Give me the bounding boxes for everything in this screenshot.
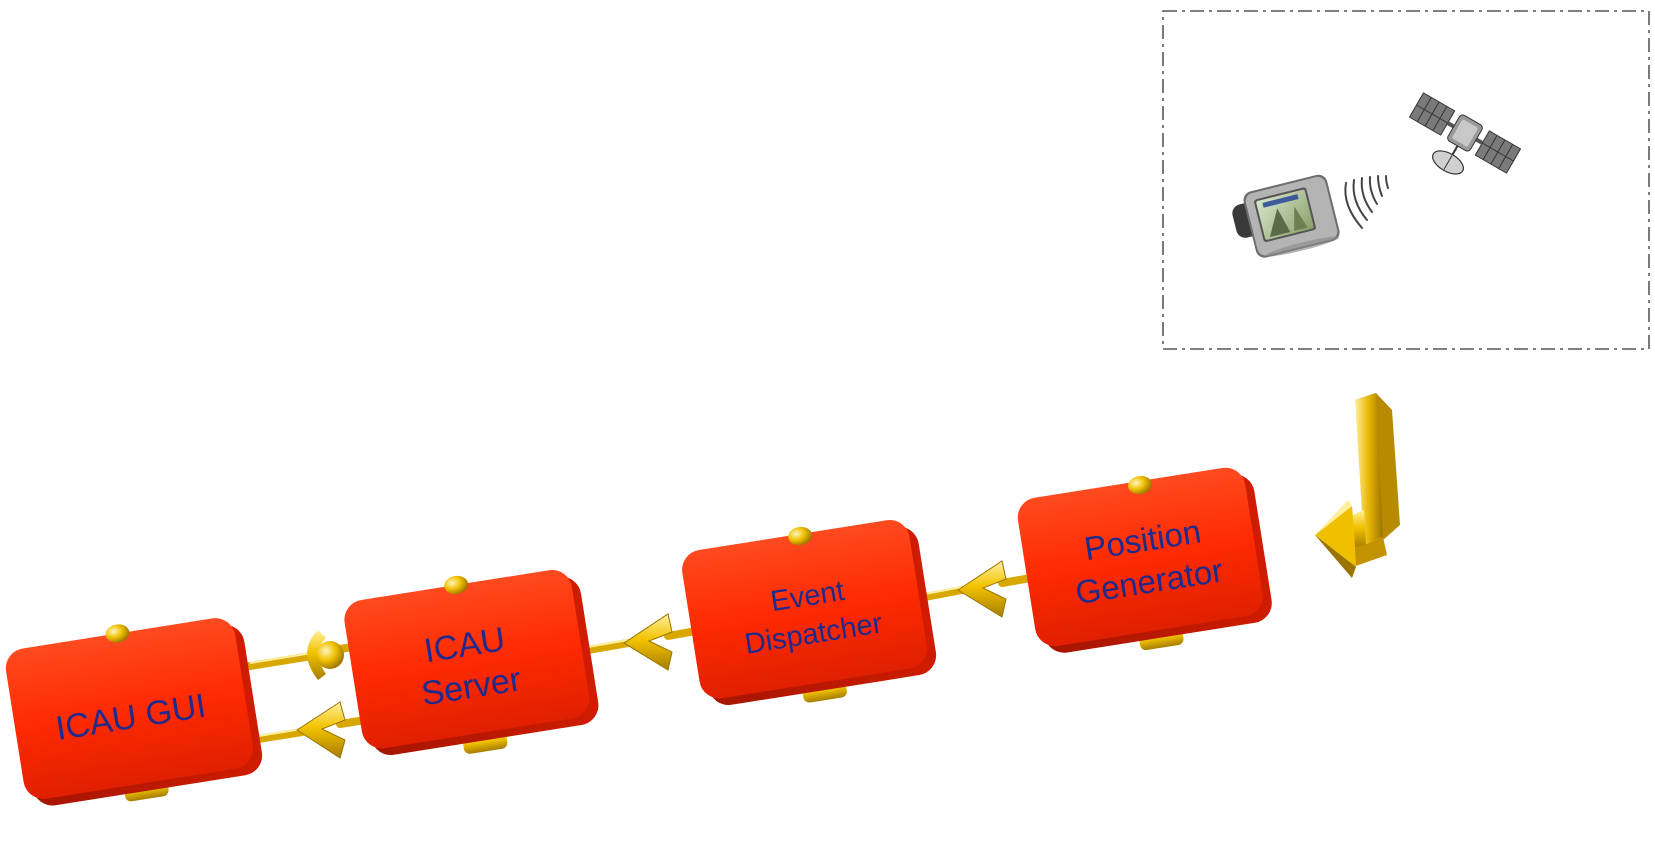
connectors xyxy=(246,560,1052,759)
satellite-icon xyxy=(1408,92,1522,175)
environment-border xyxy=(1162,10,1650,350)
bent-arrow-icon xyxy=(1315,393,1400,578)
nodes: ICAU GUI ICAU Server Event Dispatcher xyxy=(2,459,1276,817)
signal-waves-icon xyxy=(1344,175,1389,229)
node-icau-server[interactable]: ICAU Server xyxy=(340,557,603,770)
node-position-generator[interactable]: Position Generator xyxy=(1014,459,1276,667)
node-icau-gui[interactable]: ICAU GUI xyxy=(2,605,267,817)
node-event-dispatcher[interactable]: Event Dispatcher xyxy=(678,509,940,719)
environment-box xyxy=(1162,10,1650,350)
gps-device-icon xyxy=(1232,174,1340,258)
